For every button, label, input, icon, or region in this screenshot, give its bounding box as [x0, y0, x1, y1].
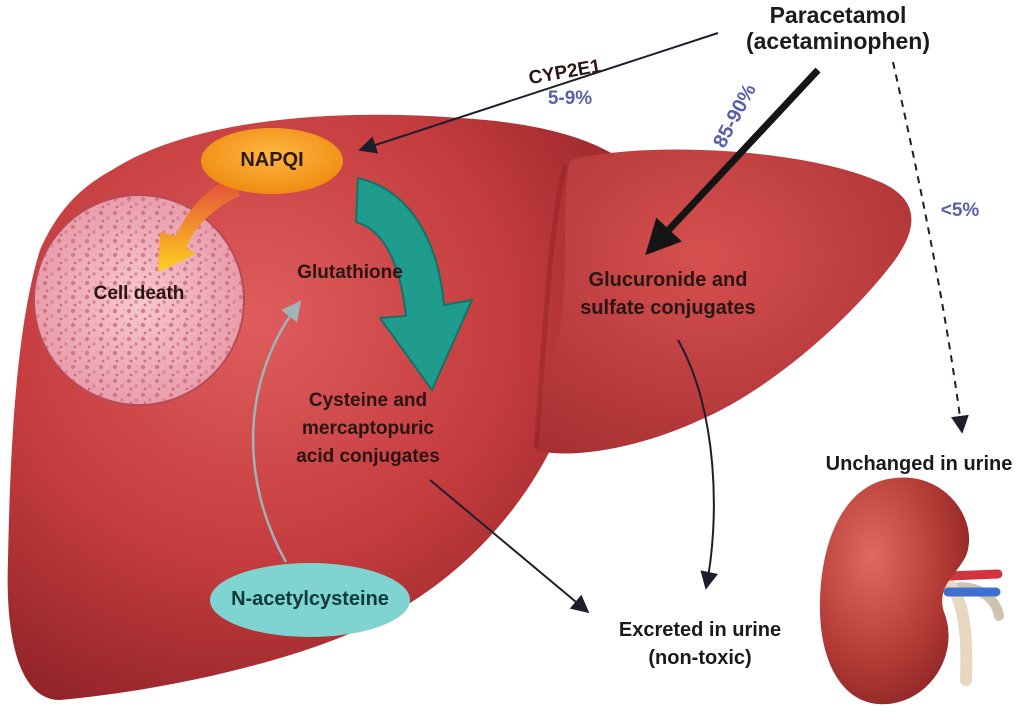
glucuronide-to-excreted-arrow [677, 339, 719, 590]
liver-right-lobe [535, 149, 912, 454]
unchanged-in-urine-label: Unchanged in urine [825, 453, 1013, 475]
cyp-percentage-label: 5-9% [547, 88, 593, 109]
nac-label: N-acetylcysteine [231, 588, 389, 610]
excreted-label-line-1: Excreted in urine [618, 619, 782, 641]
glucuronide-label-line-1: Glucuronide and [588, 269, 748, 291]
glucuronide-label-line-2: sulfate conjugates [580, 297, 756, 319]
cysteine-label-line-1: Cysteine and [308, 390, 428, 411]
cyp2e1-arrow [358, 32, 719, 154]
paracetamol-title-line-1: Paracetamol [769, 2, 907, 28]
kidney-illustration [819, 477, 1004, 705]
glutathione-curved-arrow [354, 176, 474, 392]
unchanged-dashed-arrow [892, 61, 969, 434]
cysteine-label-line-2: mercaptopuric [302, 418, 434, 439]
cysteine-to-excreted-arrow [429, 479, 590, 614]
conjugation-arrow [645, 67, 821, 256]
napqi-to-cell-death-arrow [158, 176, 240, 272]
nac-ellipse [210, 563, 410, 637]
liver-lobe-shadow [533, 164, 568, 449]
cysteine-label-line-3: acid conjugates [296, 446, 440, 467]
excreted-label-line-2: (non-toxic) [648, 647, 752, 669]
unchanged-percentage-label: <5% [940, 200, 980, 221]
napqi-label: NAPQI [240, 149, 304, 171]
cell-death-texture [35, 196, 243, 404]
cell-death-label: Cell death [93, 283, 185, 304]
napqi-ellipse [201, 128, 343, 194]
glutathione-label: Glutathione [297, 262, 403, 283]
paracetamol-title-line-2: (acetaminophen) [745, 28, 931, 54]
nac-to-glutathione-arrow [251, 300, 302, 563]
